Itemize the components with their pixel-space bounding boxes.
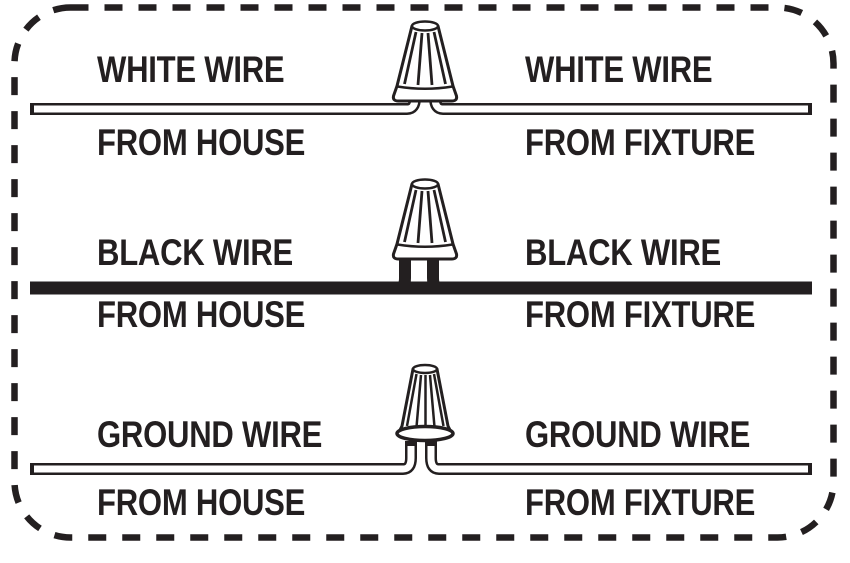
- white-wire-house-label: WHITE WIRE: [97, 49, 285, 90]
- ground-wire-fixture-label: GROUND WIRE: [525, 414, 751, 455]
- ground-wire-fixture-source-label: FROM FIXTURE: [525, 482, 756, 523]
- dashed-border: [11, 4, 837, 541]
- black-wire: [30, 250, 812, 295]
- ground-wire-house-source-label: FROM HOUSE: [97, 482, 306, 523]
- black-wire-fixture-label: BLACK WIRE: [525, 232, 722, 273]
- wire-nut-ground-icon: [395, 363, 455, 443]
- white-wire-fixture-source-label: FROM FIXTURE: [525, 122, 756, 163]
- white-wire-house-source-label: FROM HOUSE: [97, 122, 306, 163]
- white-wire-fixture-label: WHITE WIRE: [525, 49, 713, 90]
- black-wire-fixture-source-label: FROM FIXTURE: [525, 294, 756, 335]
- black-wire-house-label: BLACK WIRE: [97, 232, 294, 273]
- black-wire-house-source-label: FROM HOUSE: [97, 294, 306, 335]
- wire-nut-black-icon: [391, 178, 459, 261]
- wire-nut-white-icon: [391, 20, 459, 103]
- ground-wire-house-label: GROUND WIRE: [97, 414, 323, 455]
- ground-wire: [30, 441, 812, 475]
